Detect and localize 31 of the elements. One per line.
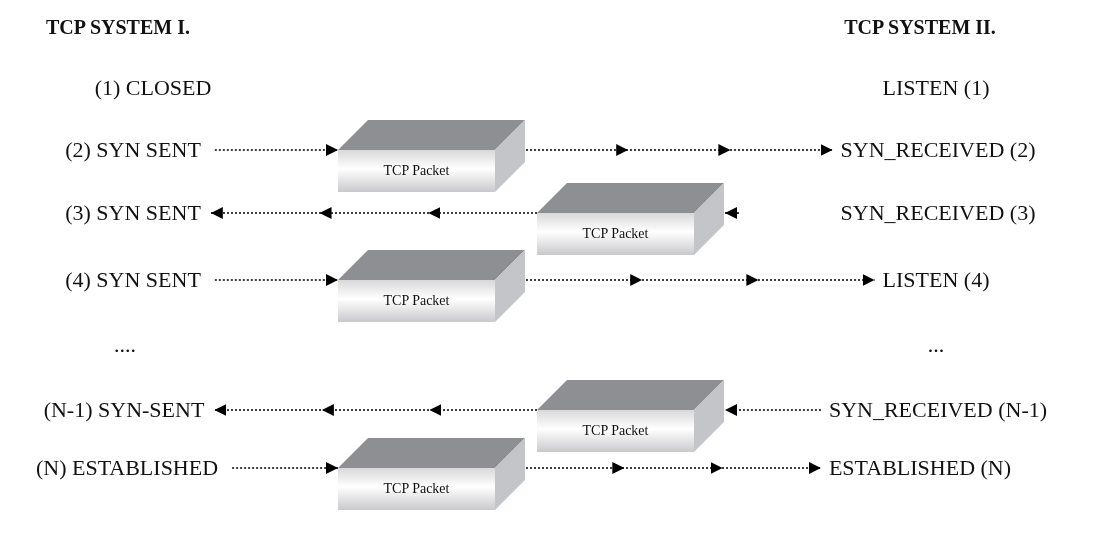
state-label: (4) SYN SENT [65,267,201,293]
arrow [525,274,876,286]
arrow [210,207,538,219]
arrow [724,207,740,219]
state-label: SYN_RECEIVED (3) [840,200,1036,226]
state-label: (1) CLOSED [94,75,212,101]
state-label: (N) ESTABLISHED [35,455,219,481]
packet-label: TCP Packet [382,162,451,180]
arrow [231,462,339,474]
state-label: (N-1) SYN-SENT [43,397,205,423]
state-label: (2) SYN SENT [65,137,201,163]
state-label: SYN_RECEIVED (N-1) [828,397,1048,423]
packet-label: TCP Packet [382,480,451,498]
state-label: LISTEN (1) [882,75,990,101]
state-label: ... [927,332,945,358]
state-label: .... [114,332,136,358]
packet-label: TCP Packet [382,292,451,310]
arrow [214,144,339,156]
column-heading: TCP SYSTEM I. [46,16,190,38]
state-label: LISTEN (4) [882,267,990,293]
arrow [724,404,822,416]
packet-label: TCP Packet [581,422,650,440]
arrow [525,144,834,156]
arrow [525,462,822,474]
state-label: ESTABLISHED (N) [828,455,1012,481]
column-heading: TCP SYSTEM II. [844,16,996,38]
state-label: SYN_RECEIVED (2) [840,137,1036,163]
arrow [214,274,339,286]
arrow [213,404,538,416]
state-label: (3) SYN SENT [65,200,201,226]
packet-label: TCP Packet [581,225,650,243]
